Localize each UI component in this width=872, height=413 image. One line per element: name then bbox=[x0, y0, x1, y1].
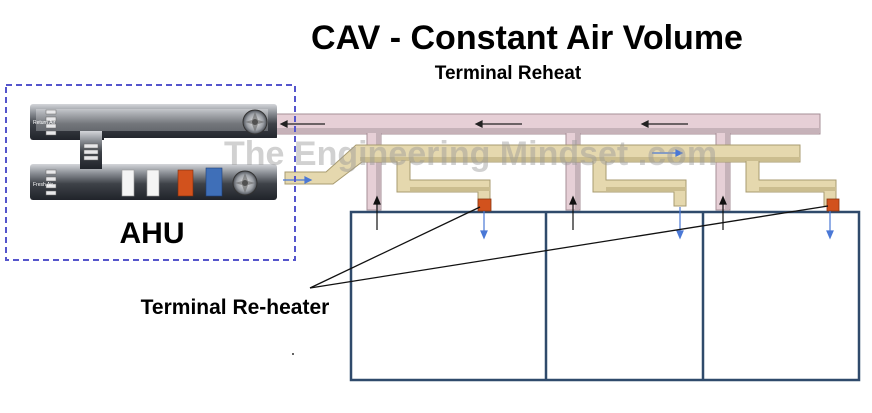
filter-icon bbox=[121, 169, 160, 197]
ahu-fresh-inlet-label: Fresh Air bbox=[33, 182, 53, 188]
return-flow-arrows bbox=[279, 120, 688, 128]
ahu-label: AHU bbox=[120, 217, 185, 250]
ahu-boundary bbox=[5, 84, 296, 261]
supply-duct-shading bbox=[360, 157, 836, 191]
diffuser-arrows bbox=[480, 207, 834, 240]
cooling-coil-icon bbox=[205, 167, 223, 197]
return-fan-icon bbox=[242, 109, 268, 135]
reheater-1 bbox=[477, 198, 492, 212]
reheater-3 bbox=[826, 198, 840, 212]
return-branch-shading bbox=[276, 128, 820, 209]
reheater-callout-lines bbox=[309, 205, 829, 289]
supply-air-duct bbox=[284, 144, 837, 207]
rooms bbox=[349, 210, 861, 382]
ahu-gap bbox=[104, 138, 284, 164]
room-return-arrows bbox=[373, 195, 727, 230]
room-outline bbox=[349, 210, 861, 382]
terminal-reheaters bbox=[477, 198, 840, 212]
supply-fan-icon bbox=[232, 170, 258, 196]
watermark: The Engineering Mindset .com bbox=[224, 135, 717, 173]
stray-dot bbox=[292, 353, 294, 355]
ahu-return-inlet-label: Return Air bbox=[33, 120, 56, 126]
supply-branch-3 bbox=[745, 159, 837, 207]
diagram-subtitle: Terminal Reheat bbox=[435, 63, 582, 84]
heating-coil-icon bbox=[177, 169, 194, 197]
terminal-reheater-label: Terminal Re-heater bbox=[141, 296, 330, 319]
damper-icon bbox=[45, 109, 99, 196]
supply-flow-arrows bbox=[283, 149, 684, 184]
ahu-unit: Return Air Fresh Air bbox=[30, 104, 284, 200]
supply-main-duct bbox=[284, 144, 801, 185]
supply-branch-2 bbox=[592, 159, 687, 207]
diagram-title: CAV - Constant Air Volume bbox=[311, 19, 743, 57]
